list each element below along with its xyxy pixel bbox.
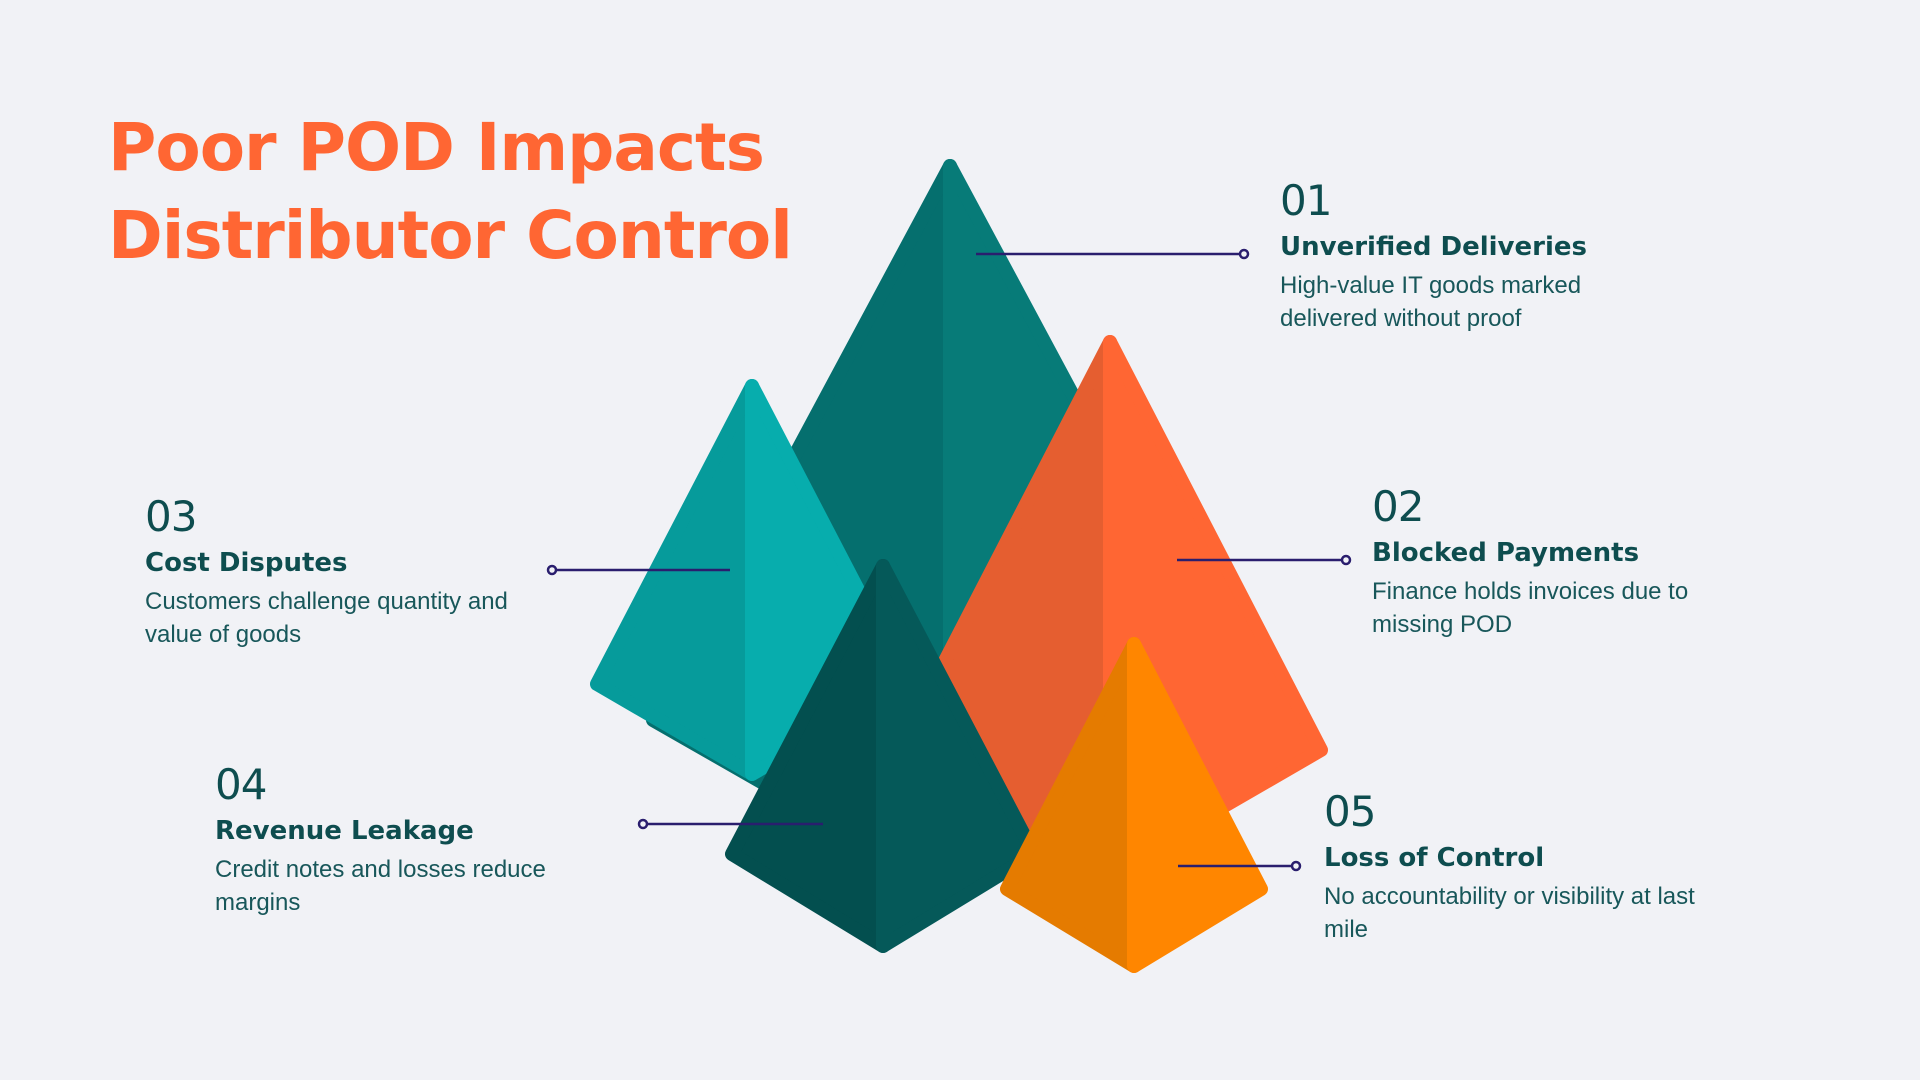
item-description-line-1: Finance holds invoices due to xyxy=(1372,578,1689,605)
item-description-line-1: Customers challenge quantity and xyxy=(145,588,508,615)
pyramid-05-loss-of-control xyxy=(1000,637,1268,973)
item-number: 02 xyxy=(1372,482,1424,531)
pyramid-03-cost-disputes xyxy=(590,379,914,781)
item-description-line-2: delivered without proof xyxy=(1280,305,1522,332)
item-description: No accountability or visibility at last … xyxy=(1324,880,1695,946)
item-03: 03 Cost Disputes Customers challenge qua… xyxy=(145,494,508,651)
item-description: High-value IT goods marked delivered wit… xyxy=(1280,269,1587,335)
item-number: 04 xyxy=(215,760,267,809)
connector-03 xyxy=(546,564,730,576)
item-05: 05 Loss of Control No accountability or … xyxy=(1324,789,1695,946)
item-description: Finance holds invoices due to missing PO… xyxy=(1372,575,1688,641)
item-number: 03 xyxy=(145,492,197,541)
item-description-line-2: margins xyxy=(215,889,301,916)
item-heading: Unverified Deliveries xyxy=(1280,232,1587,262)
item-02: 02 Blocked Payments Finance holds invoic… xyxy=(1372,484,1688,641)
item-number: 05 xyxy=(1324,787,1376,836)
item-description-line-2: missing POD xyxy=(1372,611,1513,638)
item-04: 04 Revenue Leakage Credit notes and loss… xyxy=(215,762,546,919)
item-description-line-2: value of goods xyxy=(145,621,302,648)
item-description: Customers challenge quantity and value o… xyxy=(145,585,508,651)
connector-04 xyxy=(637,818,823,830)
item-heading: Cost Disputes xyxy=(145,548,348,578)
item-description-line-2: mile xyxy=(1324,916,1369,943)
item-heading: Blocked Payments xyxy=(1372,538,1640,568)
item-description-line-1: High-value IT goods marked xyxy=(1280,272,1582,299)
item-heading: Revenue Leakage xyxy=(215,816,474,846)
item-description: Credit notes and losses reduce margins xyxy=(215,853,546,919)
pyramid-04-revenue-leakage xyxy=(725,559,1041,953)
page-title: Poor POD Impacts Distributor Control xyxy=(108,104,793,280)
title-line-2: Distributor Control xyxy=(108,197,793,274)
item-description-line-1: Credit notes and losses reduce xyxy=(215,856,546,883)
connector-05 xyxy=(1178,860,1302,872)
item-heading: Loss of Control xyxy=(1324,843,1545,873)
title-line-1: Poor POD Impacts xyxy=(108,109,765,186)
connector-01 xyxy=(976,248,1250,260)
item-number: 01 xyxy=(1280,176,1332,225)
item-01: 01 Unverified Deliveries High-value IT g… xyxy=(1280,178,1587,335)
connector-02 xyxy=(1177,554,1352,566)
item-description-line-1: No accountability or visibility at last xyxy=(1324,883,1695,910)
